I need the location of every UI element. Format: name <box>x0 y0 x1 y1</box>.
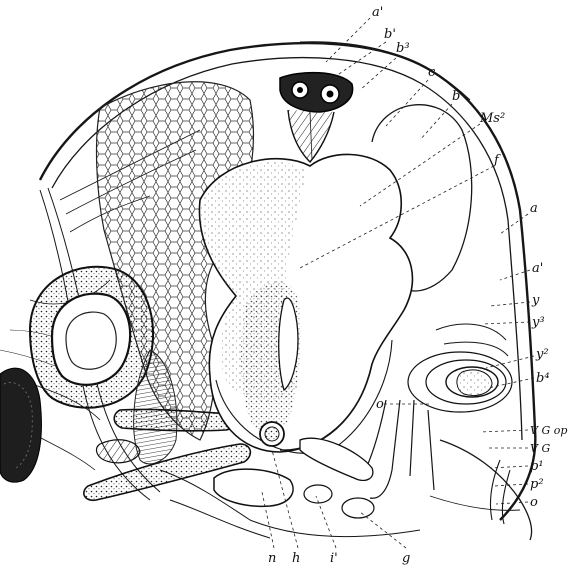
label-y2: y² <box>535 347 549 362</box>
label-b: b <box>452 89 460 104</box>
label-p1: p¹ <box>530 459 544 474</box>
label-b1: b' <box>384 27 396 42</box>
dorsal-structure <box>280 73 353 162</box>
label-ms2: Ms² <box>479 111 505 126</box>
ganglion-right <box>408 324 512 412</box>
label-g: g <box>402 551 410 566</box>
label-y: y <box>531 293 540 308</box>
label-a1: a' <box>372 5 383 20</box>
pigmented-mass <box>0 368 41 482</box>
label-vgop: V G op <box>530 424 567 437</box>
cartilage-ring-left <box>30 267 153 408</box>
label-a: a <box>530 201 538 216</box>
label-c: c <box>428 65 436 80</box>
label-vg: V G <box>530 442 550 455</box>
label-n: n <box>268 551 276 566</box>
nerve-bundles <box>360 400 532 540</box>
label-b3: b³ <box>396 41 410 56</box>
label-o-right: o <box>530 495 538 510</box>
label-h: h <box>292 551 300 566</box>
label-f: f <box>493 153 501 168</box>
label-y3: y³ <box>531 315 545 330</box>
label-o-mid: o <box>376 397 384 412</box>
label-b4: b⁴ <box>536 371 550 386</box>
label-a1-right: a' <box>532 261 543 276</box>
label-i1: i' <box>330 551 338 566</box>
label-p2: p² <box>530 477 544 492</box>
